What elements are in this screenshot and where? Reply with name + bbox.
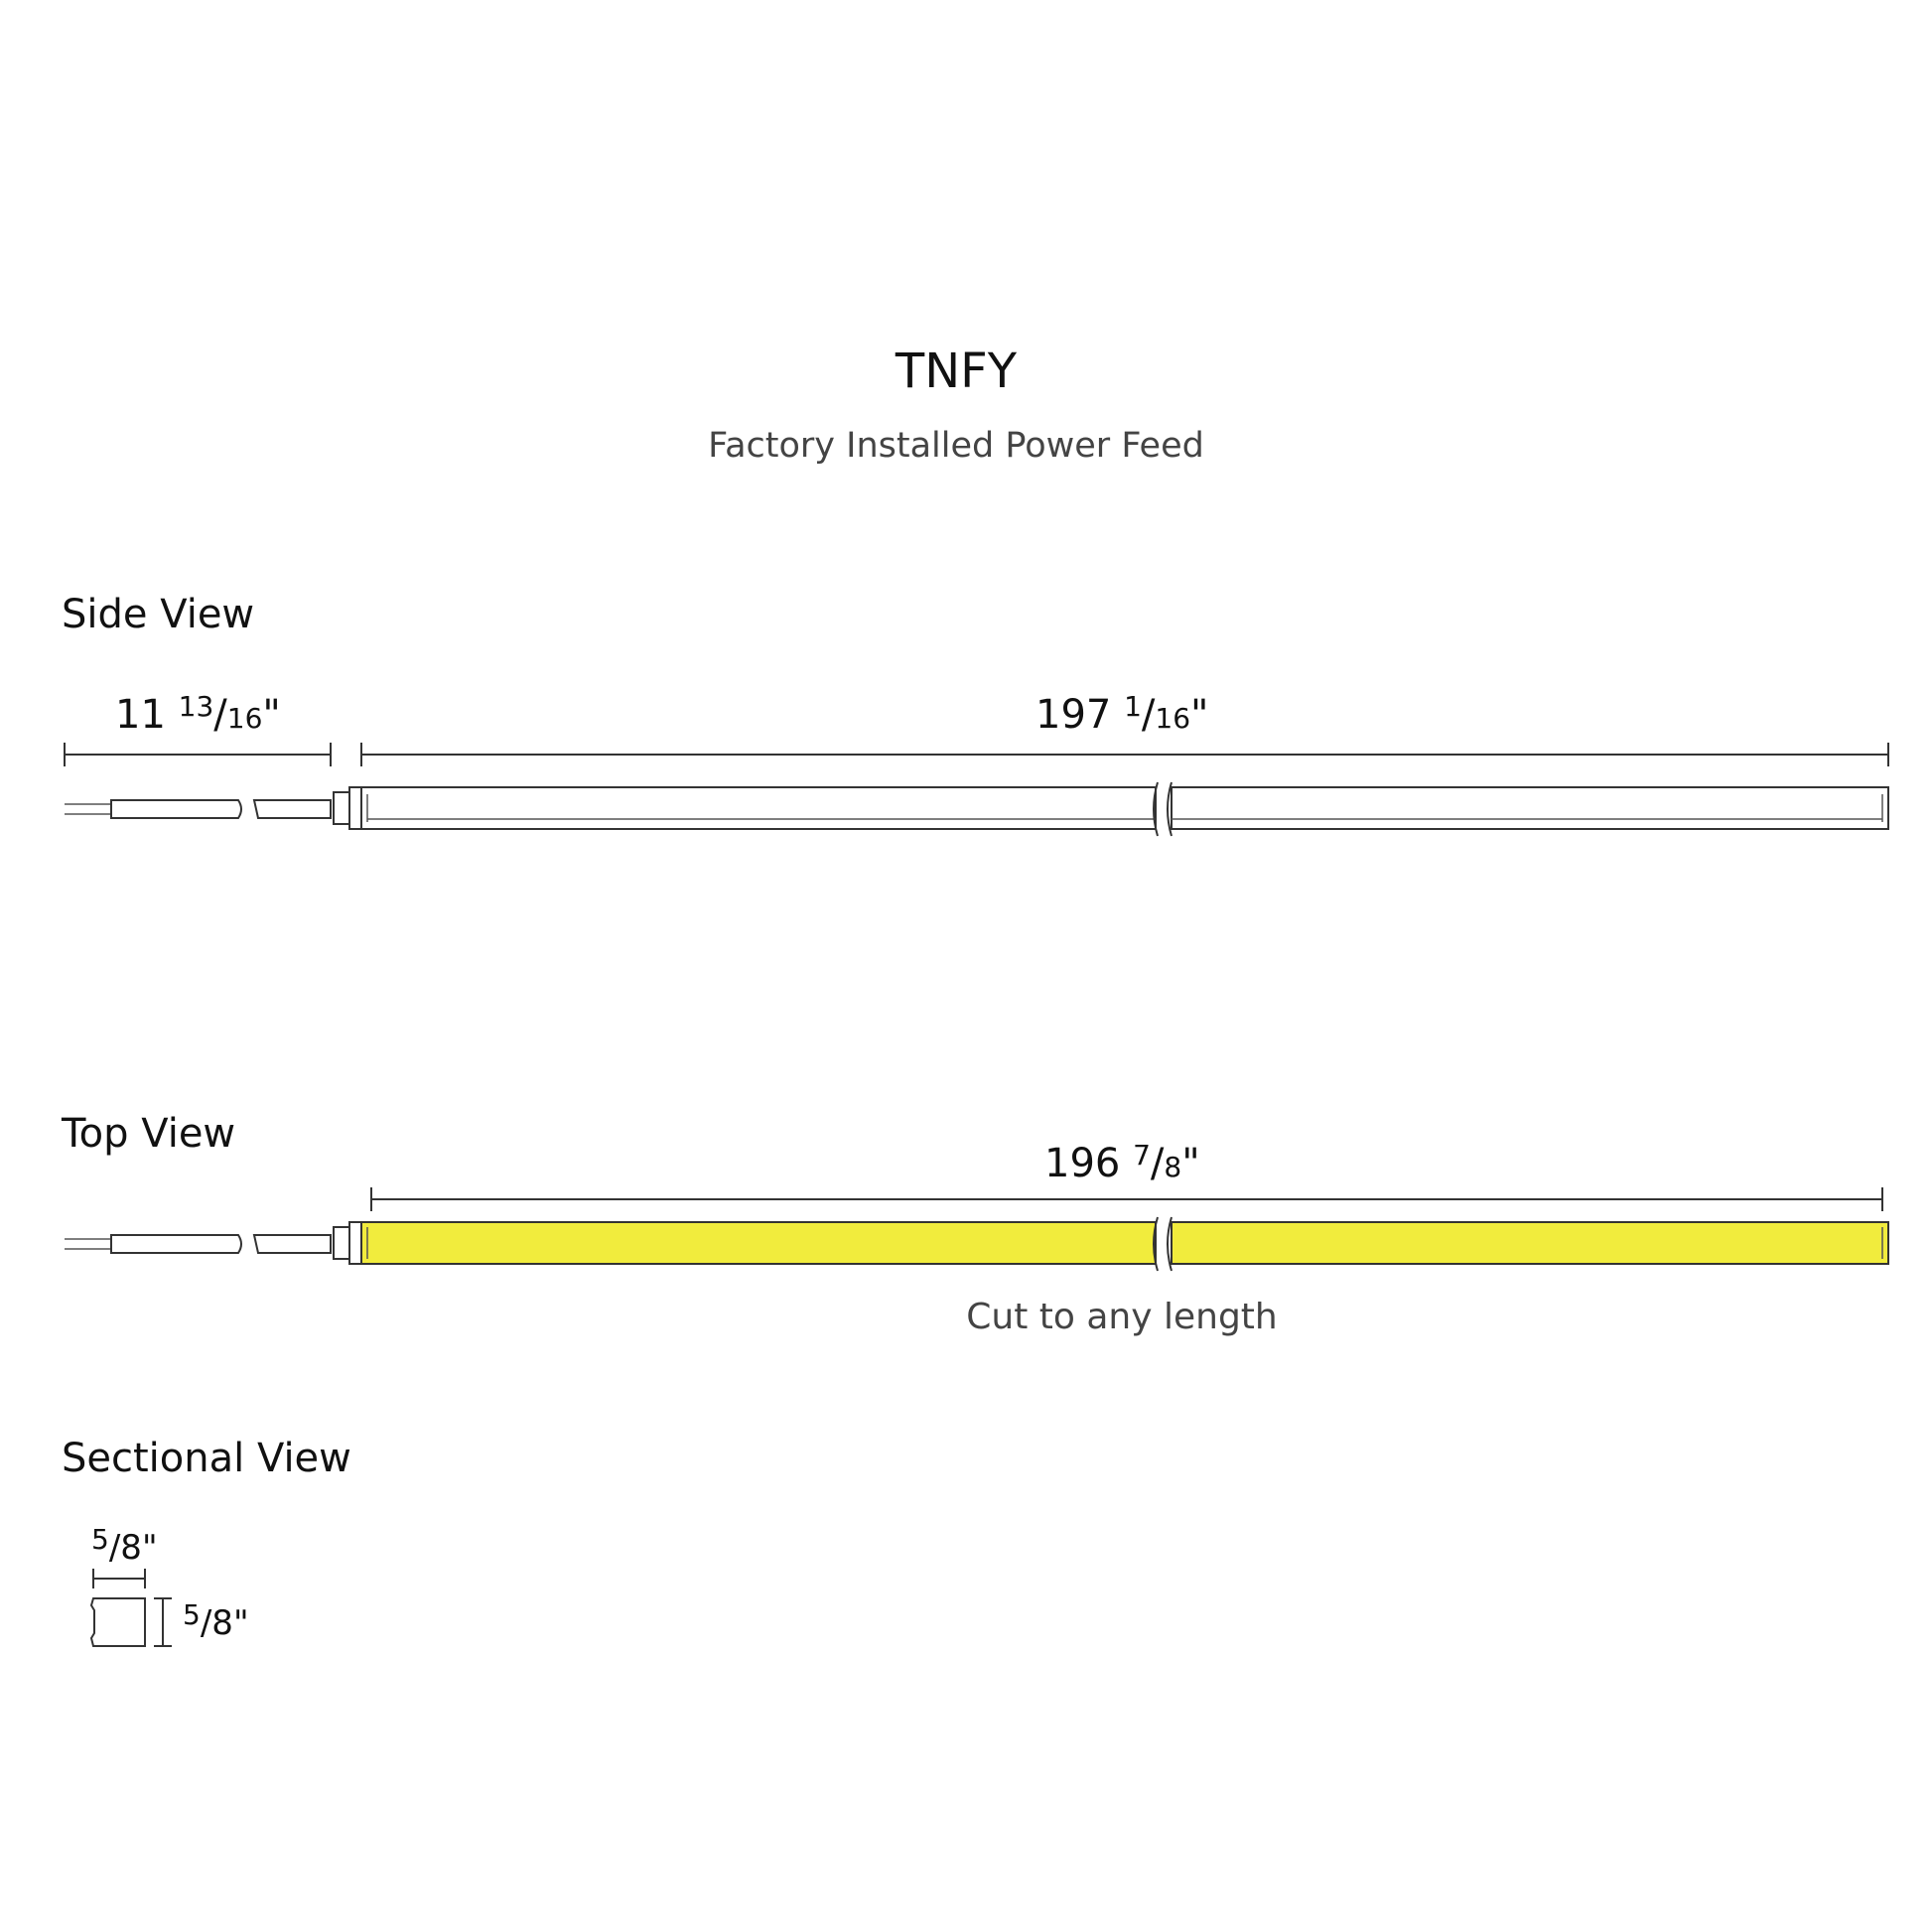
- top-fixture-length-dimension-line: [370, 1187, 1883, 1211]
- lead-length-dimension-line: [64, 743, 332, 766]
- side-view: Side View 11 13/16" 197 1/16": [62, 592, 1889, 837]
- side-connector: [333, 786, 362, 830]
- top-view: Top View 196 7/8" Cut to any len: [61, 1111, 1889, 1337]
- side-view-heading: Side View: [62, 592, 254, 637]
- side-fixture-length-label: 197 1/16": [1035, 690, 1208, 738]
- product-title: TNFY: [895, 344, 1018, 399]
- top-connector: [333, 1221, 362, 1265]
- top-fixture-length-label: 196 7/8": [1044, 1139, 1200, 1186]
- sectional-view-heading: Sectional View: [62, 1436, 351, 1481]
- sectional-view: Sectional View 5/8" 5/8": [62, 1436, 351, 1647]
- led-emitting-surface: [1171, 1221, 1889, 1265]
- top-fixture-body: [360, 1216, 1889, 1272]
- section-profile: [89, 1597, 146, 1647]
- section-height-dimension-line: [154, 1597, 172, 1647]
- section-height-label: 5/8": [183, 1598, 249, 1643]
- led-emitting-surface: [360, 1221, 1157, 1265]
- top-power-lead: [65, 1234, 332, 1254]
- section-width-dimension-line: [92, 1569, 146, 1588]
- side-power-lead: [65, 799, 332, 819]
- side-fixture-length-dimension-line: [360, 743, 1889, 766]
- top-view-heading: Top View: [61, 1111, 235, 1157]
- section-width-label: 5/8": [91, 1523, 158, 1568]
- cut-note: Cut to any length: [966, 1297, 1277, 1337]
- side-fixture-body: [360, 781, 1889, 837]
- product-subtitle: Factory Installed Power Feed: [708, 426, 1204, 466]
- lead-length-label: 11 13/16": [115, 690, 281, 738]
